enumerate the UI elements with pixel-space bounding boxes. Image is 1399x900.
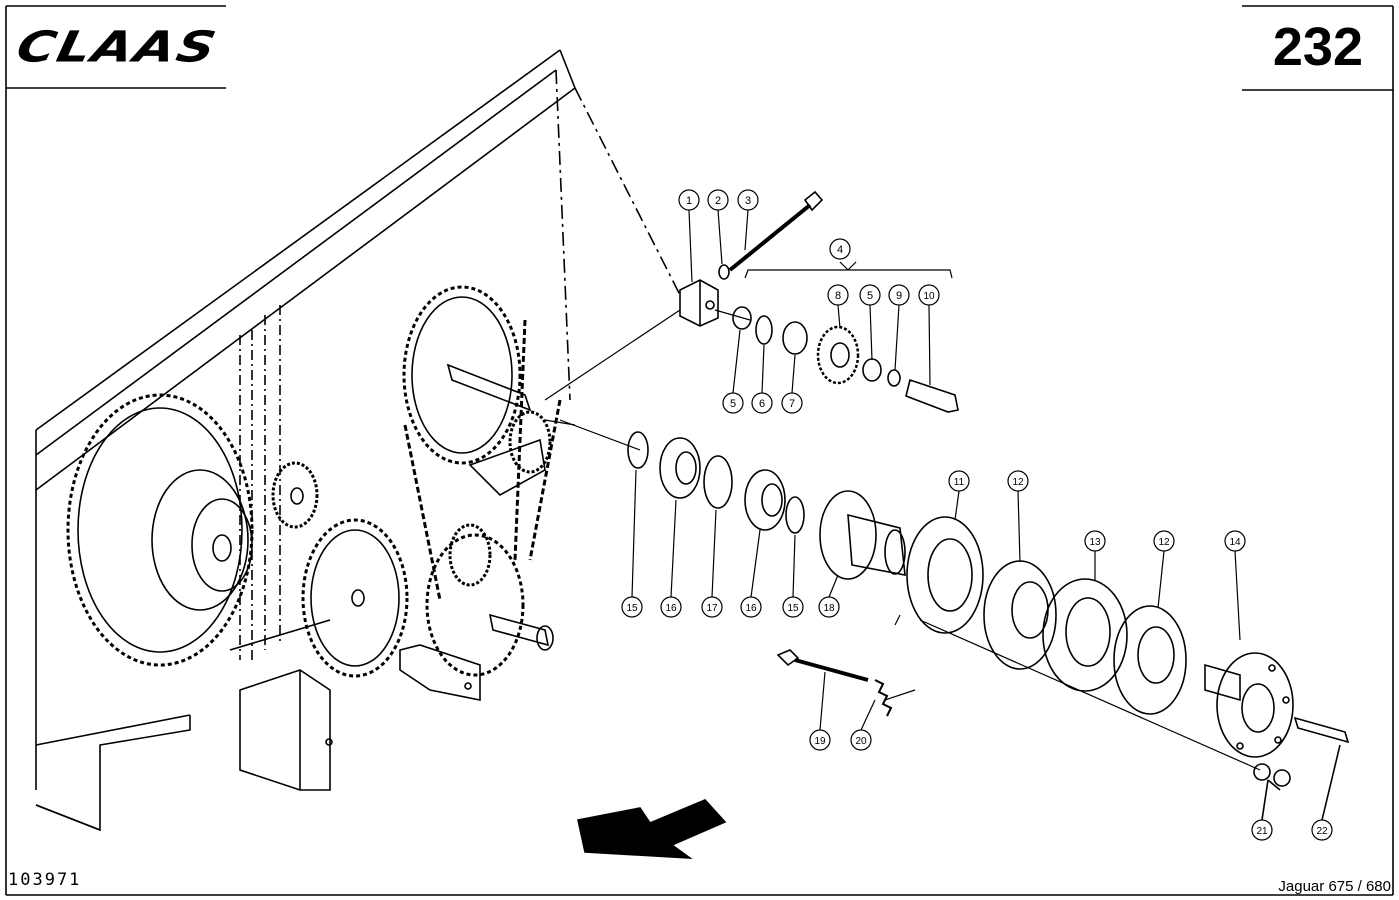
sheet-frame [5, 5, 1394, 896]
leader-lines [544, 261, 1261, 771]
mounting-brackets [239, 644, 481, 791]
clutch-plates [906, 516, 1187, 715]
upper-sprocket [402, 285, 552, 496]
spring-bolt [776, 649, 893, 717]
callout-label-2: 2 [715, 195, 721, 207]
callout-label-1: 1 [686, 195, 692, 207]
tension-block [679, 279, 719, 327]
callout-label-16b: 16 [745, 603, 757, 614]
idler-parts [732, 306, 959, 413]
callout-21 [1251, 819, 1273, 841]
callout-label-5a: 5 [730, 398, 736, 410]
callout-label-12b: 12 [1158, 537, 1170, 548]
callout-label-15b: 15 [787, 603, 799, 614]
small-sprocket-upper [271, 461, 319, 529]
callout-label-7: 7 [789, 398, 795, 410]
callout-label-17: 17 [706, 603, 718, 614]
model-label: Jaguar 675 / 680 [1278, 878, 1391, 895]
callout-bubbles [621, 189, 1333, 841]
callout-label-22: 22 [1316, 826, 1328, 837]
callout-labels: 1 2 3 4 5 5 6 7 8 9 10 11 12 12 13 14 15… [626, 195, 1328, 837]
callout-label-15a: 15 [626, 603, 638, 614]
callout-label-10: 10 [923, 291, 935, 302]
tension-bolt [728, 190, 824, 272]
callout-label-11: 11 [954, 477, 965, 488]
output-hub [1204, 652, 1350, 758]
direction-arrow [577, 799, 727, 859]
callout-label-16a: 16 [665, 603, 677, 614]
nuts [1253, 744, 1341, 821]
large-sprocket [66, 393, 254, 667]
callout-label-18: 18 [823, 603, 835, 614]
lock-washer [718, 264, 730, 280]
callout-label-12a: 12 [1012, 477, 1024, 488]
hub-flange [819, 490, 906, 580]
drawing-number: 103971 [8, 870, 82, 890]
callout-label-3: 3 [745, 195, 751, 207]
drive-chain [403, 319, 562, 601]
callout-label-5b: 5 [867, 290, 873, 302]
callout-label-4: 4 [837, 244, 843, 256]
middle-sprocket [301, 518, 409, 678]
callout-22 [1311, 819, 1333, 841]
housing-outline [35, 49, 681, 832]
callout-4 [829, 238, 851, 260]
callout-label-19: 19 [814, 736, 826, 747]
callout-label-20: 20 [855, 736, 867, 747]
callout-label-21: 21 [1256, 826, 1268, 837]
callout-label-6: 6 [759, 398, 765, 410]
callout-label-8: 8 [835, 290, 841, 302]
lower-sprocket [425, 523, 554, 677]
callout-label-9: 9 [896, 290, 902, 302]
page-number: 232 [1272, 17, 1363, 77]
callout-label-14: 14 [1229, 537, 1241, 548]
callout-label-13: 13 [1089, 537, 1101, 548]
bearing-set [627, 431, 805, 534]
